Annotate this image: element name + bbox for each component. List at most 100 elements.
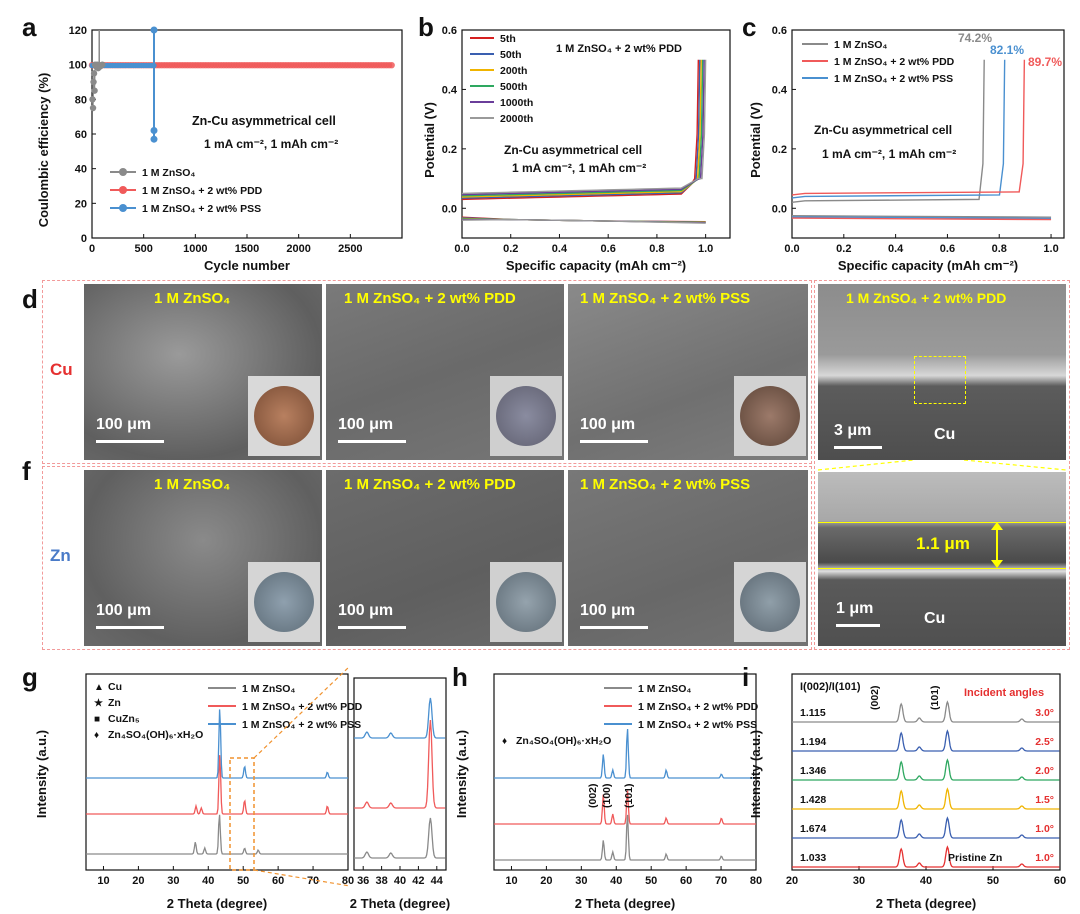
sem-image-f-3: 1 M ZnSO₄ + 2 wt% PSS 100 μm — [568, 470, 808, 646]
cu-disk — [496, 386, 556, 446]
scale-bar — [580, 440, 648, 443]
panel-d-frame — [42, 280, 812, 464]
layer-bottom-line — [818, 568, 1066, 569]
x-tick-label: 80 — [342, 875, 354, 887]
scale-bar — [338, 626, 406, 629]
incident-angle-value: 2.5° — [1035, 736, 1054, 748]
zn-disk — [254, 572, 314, 632]
chart-c-xlabel: Specific capacity (mAh cm⁻²) — [838, 258, 1018, 273]
panel-letter-b: b — [418, 12, 434, 42]
sem-image-f-2: 1 M ZnSO₄ + 2 wt% PDD 100 μm — [326, 470, 564, 646]
legend-b-label: 500th — [500, 81, 527, 93]
panel-letter-g: g — [22, 662, 38, 692]
panel-letter-d: d — [22, 284, 38, 314]
chart-b-annotation-3: 1 mA cm⁻², 1 mAh cm⁻² — [512, 161, 646, 175]
y-tick-label: 100 — [69, 60, 87, 72]
chart-c-annotation-2: 1 mA cm⁻², 1 mAh cm⁻² — [822, 147, 956, 161]
zoom-trace — [354, 719, 446, 809]
ratio-value: 1.033 — [800, 852, 826, 864]
scale-bar-label: 100 μm — [338, 602, 394, 619]
xrd-trace-pdd — [86, 755, 348, 815]
legend-b-label: 5th — [500, 33, 516, 45]
svg-text:■: ■ — [94, 714, 100, 725]
legend-g-label-1: 1 M ZnSO₄ — [242, 683, 295, 695]
x-tick-label: 0.6 — [940, 243, 955, 255]
substrate-label: Cu — [934, 426, 956, 443]
x-tick-label: 1000 — [183, 243, 207, 255]
sem-image-f-1: 1 M ZnSO₄ 100 μm — [84, 470, 322, 646]
sem-caption: 1 M ZnSO₄ + 2 wt% PDD — [846, 290, 1007, 306]
panel-letter-f: f — [22, 456, 31, 486]
svg-text:♦: ♦ — [502, 736, 507, 747]
x-tick-label: 38 — [375, 875, 387, 887]
chart-a-xlabel: Cycle number — [204, 258, 290, 273]
x-tick-label: 80 — [750, 875, 762, 887]
x-tick-label: 70 — [715, 875, 727, 887]
legend-a-marker-blue — [119, 204, 127, 212]
peak-label-100: (100) — [601, 783, 613, 808]
chart-b-ylabel: Potential (V) — [422, 102, 437, 178]
zoom-connector — [253, 869, 351, 887]
chart-c-frame — [791, 29, 1065, 239]
ratio-value: 1.346 — [800, 765, 826, 777]
sem-caption: 1 M ZnSO₄ + 2 wt% PDD — [344, 476, 516, 493]
x-tick-label: 30 — [853, 875, 865, 887]
x-tick-label: 500 — [134, 243, 152, 255]
xrd-trace-pss — [494, 728, 756, 779]
peak-label-101: (101) — [929, 685, 941, 710]
data-point-znso4 — [89, 96, 96, 103]
y-tick-label: 0.0 — [442, 203, 457, 215]
arrow-down-icon — [991, 560, 1003, 568]
x-tick-label: 60 — [1054, 875, 1066, 887]
y-tick-label: 0.6 — [442, 25, 457, 37]
incident-angle-value: 2.0° — [1035, 765, 1054, 777]
y-tick-label: 120 — [69, 25, 87, 37]
x-tick-label: 0 — [89, 243, 95, 255]
x-tick-label: 0.2 — [503, 243, 518, 255]
data-point-pdd — [388, 61, 395, 69]
legend-g-label-3: 1 M ZnSO₄ + 2 wt% PSS — [242, 719, 361, 731]
legend-b-label: 50th — [500, 49, 522, 61]
x-tick-label: 30 — [167, 875, 179, 887]
marker-legend-cu: Cu — [108, 681, 122, 693]
chart-g-ylabel: Intensity (a.u.) — [34, 730, 49, 818]
chart-c-eff-blue: 82.1% — [990, 43, 1024, 57]
inset-photo — [490, 562, 562, 642]
x-tick-label: 40 — [610, 875, 622, 887]
x-tick-label: 20 — [132, 875, 144, 887]
chart-c-eff-gray: 74.2% — [958, 31, 992, 45]
scale-bar — [834, 446, 882, 449]
x-tick-label: 60 — [272, 875, 284, 887]
chart-a-ylabel: Coulombic efficiency (%) — [36, 73, 51, 228]
chart-b-xlabel: Specific capacity (mAh cm⁻²) — [506, 258, 686, 273]
marker-legend-zso: Zn₄SO₄(OH)₆·xH₂O — [516, 735, 611, 747]
x-tick-label: 36 — [357, 875, 369, 887]
scale-bar — [836, 624, 880, 627]
chart-c-eff-red: 89.7% — [1028, 55, 1062, 69]
chart-g-zoom-xlabel: 2 Theta (degree) — [350, 896, 450, 911]
x-tick-label: 0.0 — [784, 243, 799, 255]
marker-legend-cuzn5: CuZn₅ — [108, 713, 140, 725]
data-point-znso4 — [91, 87, 98, 94]
chart-g-xlabel: 2 Theta (degree) — [167, 896, 267, 911]
zoom-connector — [818, 460, 1066, 471]
incident-angles-title: Incident angles — [964, 687, 1044, 699]
xrd-trace-angle — [792, 758, 1060, 781]
chart-i-xlabel: 2 Theta (degree) — [876, 896, 976, 911]
charge-curve — [461, 59, 700, 201]
x-tick-label: 0.8 — [992, 243, 1007, 255]
x-tick-label: 20 — [786, 875, 798, 887]
legend-c-label-3: 1 M ZnSO₄ + 2 wt% PSS — [834, 73, 953, 85]
x-tick-label: 0.4 — [888, 243, 904, 255]
charge-curve — [461, 59, 705, 196]
peak-label-002: (002) — [587, 783, 599, 808]
inset-photo — [734, 376, 806, 456]
scale-bar-label: 100 μm — [96, 416, 152, 433]
legend-b-label: 1000th — [500, 97, 533, 109]
x-tick-label: 30 — [575, 875, 587, 887]
chart-g-marker-legend: ▲Cu ★Zn ■CuZn₅ ♦Zn₄SO₄(OH)₆·xH₂O — [94, 681, 203, 741]
